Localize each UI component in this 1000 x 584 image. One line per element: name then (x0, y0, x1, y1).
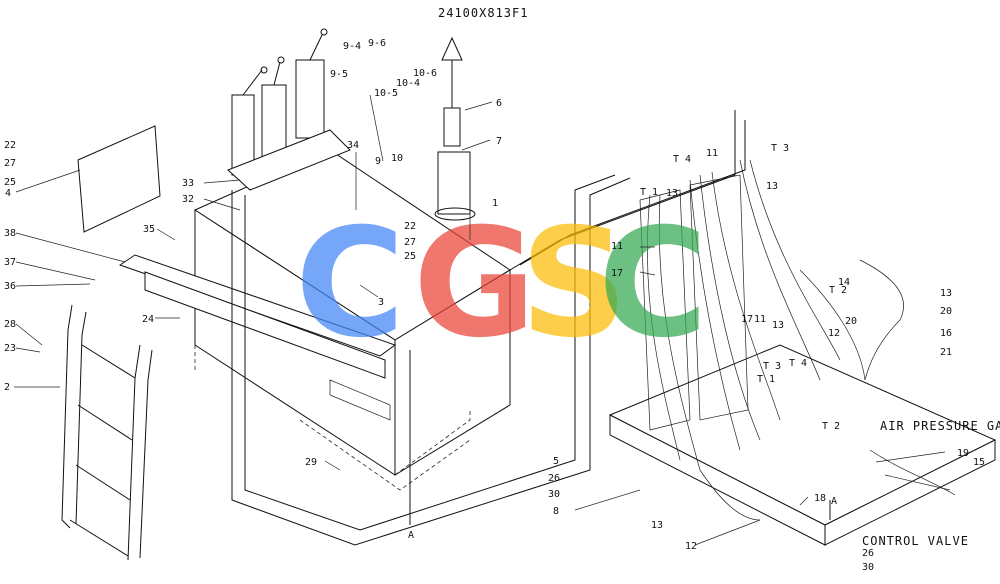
callout-4: 4 (5, 188, 11, 199)
callout-16: 16 (940, 328, 952, 339)
callout-5: 5 (553, 456, 559, 467)
callout-27-tank: 27 (404, 237, 416, 248)
callout-17-mid: 17 (741, 314, 753, 325)
callout-25-left: 25 (4, 177, 16, 188)
callout-26-bottom: 26 (862, 548, 874, 559)
callout-14: 14 (838, 277, 850, 288)
callout-9-5: 9-5 (330, 69, 348, 80)
callout-20-left: 20 (845, 316, 857, 327)
connection-lines (231, 110, 831, 546)
callout-38: 38 (4, 228, 16, 239)
callout-3: 3 (378, 297, 384, 308)
callout-21: 21 (940, 347, 952, 358)
callout-10: 10 (391, 153, 403, 164)
callout-30-left: 30 (548, 489, 560, 500)
watermark: C G S C (295, 197, 708, 371)
section-marker-a: A (408, 530, 414, 541)
callout-2: 2 (4, 382, 10, 393)
hoses (646, 159, 956, 521)
callout-15: 15 (973, 457, 985, 468)
valve-levers (227, 28, 351, 191)
leader-lines (14, 94, 951, 546)
callout-34: 34 (347, 140, 359, 151)
callout-10-5: 10-5 (374, 88, 398, 99)
callout-11-top: 11 (706, 148, 718, 159)
callout-22-tank: 22 (404, 221, 416, 232)
watermark-letter-c1: C (295, 197, 405, 371)
callout-37: 37 (4, 257, 16, 268)
callout-22-left: 22 (4, 140, 16, 151)
drawing-number: 24100X813F1 (438, 6, 528, 20)
callout-35: 35 (143, 224, 155, 235)
callout-7: 7 (496, 136, 502, 147)
callout-36: 36 (4, 281, 16, 292)
callout-12-bottom: 12 (685, 541, 697, 552)
callout-27-left: 27 (4, 158, 16, 169)
callout-10-6: 10-6 (413, 68, 437, 79)
callout-11-left: 11 (611, 241, 623, 252)
port-label-t4-valve: T 4 (789, 358, 807, 369)
callout-13-right: 13 (940, 288, 952, 299)
air-pressure-gage-label: AIR PRESSURE GAGE (880, 419, 1000, 433)
watermark-letter-g: G (413, 197, 536, 371)
ladder (61, 304, 153, 561)
callout-30-bottom: 30 (862, 562, 874, 573)
callout-24: 24 (142, 314, 154, 325)
callout-6: 6 (496, 98, 502, 109)
port-label-t2-valve: T 2 (822, 421, 840, 432)
callout-8: 8 (553, 506, 559, 517)
callout-9-6: 9-6 (368, 38, 386, 49)
callout-23: 23 (4, 343, 16, 354)
callout-33: 33 (182, 178, 194, 189)
step-bracket (118, 254, 397, 379)
callout-11-mid: 11 (754, 314, 766, 325)
callout-26-left: 26 (548, 473, 560, 484)
callout-13-top: 13 (766, 181, 778, 192)
port-label-t2-right: T 2 (829, 285, 847, 296)
callout-labels: 1 2 3 4 5 6 7 8 9 9-4 9-5 9-6 10 10-4 10… (4, 38, 985, 573)
callout-13-mid: 13 (772, 320, 784, 331)
callout-25-tank: 25 (404, 251, 416, 262)
port-label-t4-top: T 4 (673, 154, 691, 165)
callout-9-4: 9-4 (343, 41, 361, 52)
callout-32: 32 (182, 194, 194, 205)
return-filter (434, 36, 476, 221)
port-label-t3-top: T 3 (771, 143, 789, 154)
callout-17-left: 17 (611, 268, 623, 279)
callout-13-left: 13 (666, 188, 678, 199)
control-valve-label: CONTROL VALVE (862, 534, 969, 548)
port-label-t1-valve: T 1 (757, 374, 775, 385)
watermark-letter-s: S (520, 197, 628, 371)
cover-plate (77, 125, 161, 233)
port-label-t1-top: T 1 (640, 187, 658, 198)
callout-18: 18 (814, 493, 826, 504)
callout-12-right: 12 (828, 328, 840, 339)
callout-10-4: 10-4 (396, 78, 420, 89)
callout-1: 1 (492, 198, 498, 209)
callout-28: 28 (4, 319, 16, 330)
callout-9: 9 (375, 156, 381, 167)
callout-13-bottom: 13 (651, 520, 663, 531)
callout-29: 29 (305, 457, 317, 468)
watermark-letter-c2: C (598, 197, 708, 371)
section-marker-a-valve: A (831, 496, 837, 507)
port-label-t3-valve: T 3 (763, 361, 781, 372)
callout-20-right: 20 (940, 306, 952, 317)
callout-19: 19 (957, 448, 969, 459)
